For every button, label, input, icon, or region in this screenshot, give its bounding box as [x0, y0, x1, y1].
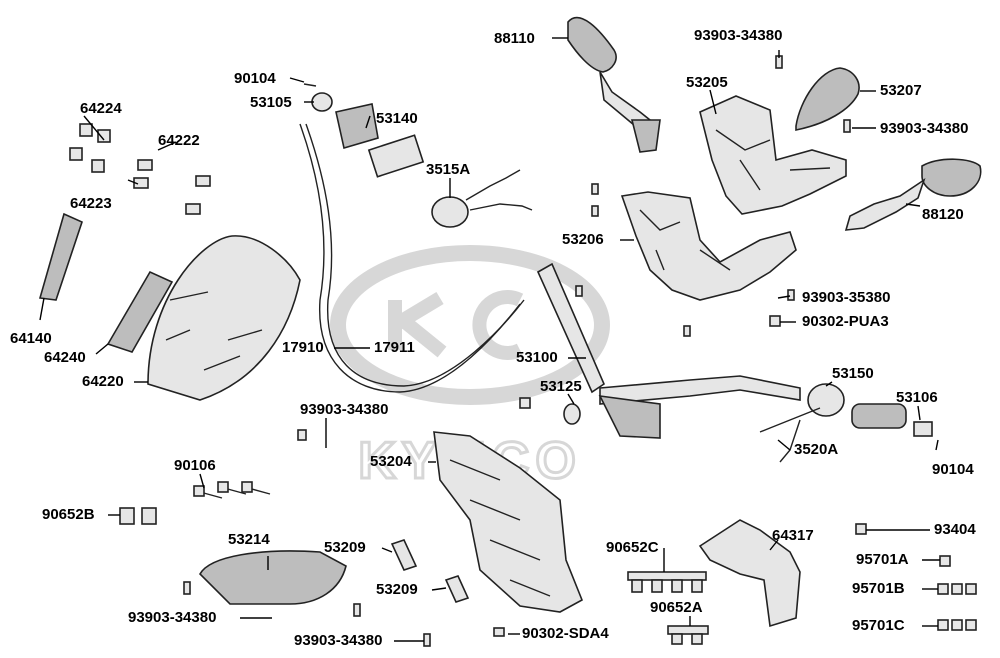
cover-53214: [199, 550, 347, 605]
lower-cover-53206: [620, 191, 797, 301]
label-3520A: 3520A: [794, 441, 839, 458]
label-53150: 53150: [832, 365, 874, 382]
screws-95701: [855, 523, 977, 631]
label-88120: 88120: [922, 206, 964, 223]
label-53206: 53206: [562, 231, 604, 248]
clips-90652A: [667, 625, 709, 645]
label-53125: 53125: [540, 378, 582, 395]
label-53205: 53205: [686, 74, 728, 91]
frame-53204: [433, 431, 584, 613]
label-17911: 17911: [374, 339, 415, 356]
label-90652C: 90652C: [606, 539, 659, 556]
leader-lines: [39, 37, 940, 642]
label-90652B: 90652B: [42, 506, 95, 523]
label-3515A: 3515A: [426, 161, 471, 178]
label-95701B: 95701B: [852, 580, 905, 597]
label-93903-34380-top: 93903-34380: [694, 27, 783, 44]
bolts-90106: [193, 481, 271, 499]
label-17910: 17910: [282, 339, 324, 356]
label-53214: 53214: [228, 531, 270, 548]
label-53209-bottom: 53209: [376, 581, 418, 598]
upper-cover-53205: [699, 95, 847, 215]
small-screws: [183, 55, 851, 647]
label-95701C: 95701C: [852, 617, 905, 634]
label-95701A: 95701A: [856, 551, 909, 568]
mirror-right-88120: [844, 158, 982, 231]
label-90104-top: 90104: [234, 70, 276, 87]
handlebar-53100: [536, 262, 801, 439]
label-53204: 53204: [370, 453, 412, 470]
label-93903-34380-mid: 93903-34380: [300, 401, 389, 418]
fasteners-64224: [69, 123, 211, 215]
mirror-left-88110: [567, 16, 661, 153]
clips-90652B: [119, 507, 157, 525]
label-93903-34380-right: 93903-34380: [880, 120, 969, 137]
label-90302-PUA3: 90302-PUA3: [802, 313, 889, 330]
label-64240: 64240: [44, 349, 86, 366]
label-53100: 53100: [516, 349, 558, 366]
shield-53207: [795, 67, 860, 131]
label-64222: 64222: [158, 132, 200, 149]
label-53140: 53140: [376, 110, 418, 127]
cables-17910: [299, 123, 525, 393]
label-53207: 53207: [880, 82, 922, 99]
switch-53150: [759, 383, 933, 463]
label-90106: 90106: [174, 457, 216, 474]
clips-90652C: [627, 571, 707, 593]
label-93903-34380-left: 93903-34380: [128, 609, 217, 626]
label-93404: 93404: [934, 521, 976, 538]
switch-3515A: [431, 169, 533, 228]
label-90302-SDA4: 90302-SDA4: [522, 625, 609, 642]
label-93903-35380: 93903-35380: [802, 289, 891, 306]
visor-parts: [38, 212, 301, 401]
label-90652A: 90652A: [650, 599, 703, 616]
label-64140: 64140: [10, 330, 52, 347]
label-64317: 64317: [772, 527, 814, 544]
label-64224: 64224: [80, 100, 122, 117]
label-53209-top: 53209: [324, 539, 366, 556]
bracket-64317: [698, 519, 801, 628]
label-90104-right: 90104: [932, 461, 974, 478]
label-64220: 64220: [82, 373, 124, 390]
label-93903-34380-bottom: 93903-34380: [294, 632, 383, 649]
parts-53209: [390, 539, 470, 603]
grip-53140: [303, 83, 425, 178]
label-53105: 53105: [250, 94, 292, 111]
label-64223: 64223: [70, 195, 112, 212]
label-88110: 88110: [494, 30, 535, 47]
label-53106: 53106: [896, 389, 938, 406]
